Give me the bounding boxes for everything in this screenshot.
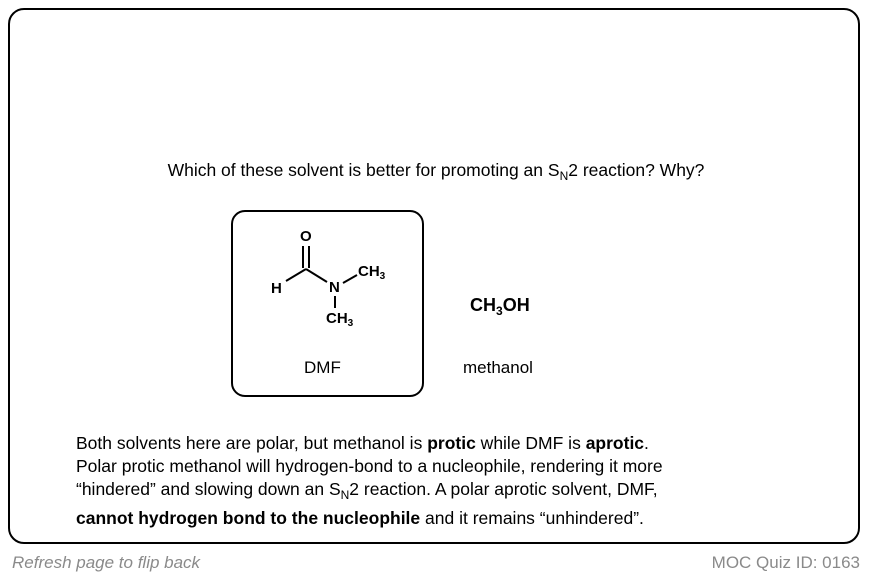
emphasis: protic [427, 433, 476, 453]
dmf-label: DMF [304, 358, 341, 377]
question-part: 2 reaction? Why? [568, 160, 705, 180]
methanol-label: methanol [463, 358, 533, 377]
subscript: N [340, 488, 350, 502]
answer-text: Both solvents here are polar, but methan… [76, 432, 836, 530]
subscript: 3 [347, 318, 354, 329]
emphasis: cannot hydrogen bond to the nucleophile [76, 508, 421, 528]
atom-oxygen: O [300, 228, 312, 245]
bond-c-n [305, 268, 328, 283]
quiz-id: MOC Quiz ID: 0163 [711, 553, 860, 572]
answer-line-2: Polar protic methanol will hydrogen-bond… [76, 456, 663, 476]
text: Both solvents here are polar, but methan… [76, 433, 428, 453]
emphasis: aprotic [585, 433, 645, 453]
atom-text: CH [326, 310, 348, 327]
bond-h-c [285, 268, 307, 282]
bond-n-ch3 [342, 274, 358, 284]
quiz-card [8, 8, 860, 544]
dmf-structure-box [231, 210, 424, 397]
atom-nitrogen: N [329, 279, 340, 296]
atom-methyl-1: CH3 [358, 264, 385, 284]
subscript: N [559, 169, 569, 183]
subscript: 3 [379, 271, 386, 282]
answer-line-1: Both solvents here are polar, but methan… [76, 432, 836, 455]
text: and it remains “unhindered”. [420, 508, 644, 528]
atom-text: CH [358, 263, 380, 280]
formula-part: CH [470, 295, 496, 315]
answer-line-3: “hindered” and slowing down an SN2 react… [76, 478, 836, 507]
text: while DMF is [475, 433, 586, 453]
formula-part: OH [502, 295, 530, 315]
question-text: Which of these solvent is better for pro… [0, 160, 872, 183]
text: 2 reaction. A polar aprotic solvent, DMF… [349, 479, 658, 499]
text: “hindered” and slowing down an S [76, 479, 341, 499]
atom-hydrogen: H [271, 280, 282, 297]
refresh-hint: Refresh page to flip back [12, 553, 201, 572]
atom-methyl-2: CH3 [326, 311, 353, 331]
answer-line-4: cannot hydrogen bond to the nucleophile … [76, 507, 836, 530]
text: . [644, 433, 649, 453]
methanol-formula: CH3OH [470, 295, 530, 318]
question-part: Which of these solvent is better for pro… [167, 160, 560, 180]
subscript: 3 [496, 304, 503, 318]
